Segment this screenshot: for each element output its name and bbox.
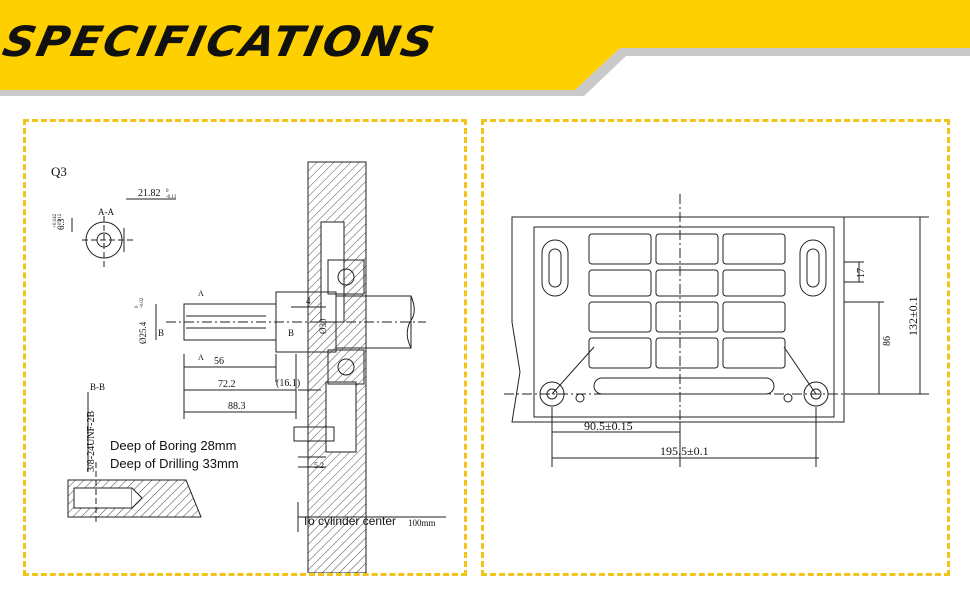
dim-16-1: (16.1) bbox=[276, 378, 300, 389]
dim-5-2: 5.2 bbox=[314, 461, 324, 470]
key-width-tol-lower: +0.012 bbox=[58, 213, 63, 228]
key-depth-label: 21.82 bbox=[138, 188, 161, 199]
section-label-bb: B-B bbox=[90, 382, 105, 392]
dim-132: 132±0.1 bbox=[906, 296, 920, 336]
dim-86: 86 bbox=[882, 336, 893, 346]
dim-72-2: 72.2 bbox=[218, 379, 236, 390]
shaft-drawing-panel: Q3 A-A 21.82 0 -0.13 6.3 +0.042 +0.012 A… bbox=[23, 119, 467, 576]
dim-17: 17 bbox=[856, 268, 867, 278]
section-marker-b-left: B bbox=[158, 328, 164, 338]
dim-56: 56 bbox=[214, 356, 224, 367]
dim-88-3: 88.3 bbox=[228, 401, 246, 412]
section-marker-b-right: B bbox=[288, 328, 294, 338]
dim-4: 4 bbox=[306, 296, 311, 306]
key-depth-tol-upper: 0 bbox=[166, 189, 169, 194]
base-drawing-panel: 17 86 132±0.1 90.5±0.15 195.5±0.1 bbox=[481, 119, 950, 576]
banner-graphic bbox=[0, 0, 970, 96]
drilling-depth-text: Deep of Drilling 33mm bbox=[110, 456, 239, 471]
section-marker-a-top: A bbox=[198, 289, 204, 298]
shaft-drawing: Q3 A-A 21.82 0 -0.13 6.3 +0.042 +0.012 A… bbox=[51, 161, 446, 574]
view-label-q3: Q3 bbox=[51, 164, 67, 179]
key-width-tol-upper: +0.042 bbox=[53, 213, 58, 228]
cylinder-center-text: To cylinder center bbox=[302, 514, 396, 528]
thread-spec: 3/8-24UNF-2B bbox=[86, 411, 97, 472]
shaft-diameter-tol-lower: -0.02 bbox=[140, 297, 145, 308]
key-width-label: 6.3 bbox=[56, 218, 66, 230]
shaft-diameter-tol-upper: 0 bbox=[135, 305, 140, 308]
key-depth-tol-lower: -0.13 bbox=[166, 195, 177, 200]
dim-90-5: 90.5±0.15 bbox=[584, 419, 633, 433]
boring-depth-text: Deep of Boring 28mm bbox=[110, 438, 236, 453]
header-banner: SPECIFICATIONS bbox=[0, 0, 970, 100]
section-label-aa: A-A bbox=[98, 207, 114, 217]
dim-30: Ø30 bbox=[318, 318, 328, 334]
section-marker-a-bottom: A bbox=[198, 353, 204, 362]
base-drawing: 17 86 132±0.1 90.5±0.15 195.5±0.1 bbox=[504, 194, 929, 467]
dim-195-5: 195.5±0.1 bbox=[660, 444, 709, 458]
cylinder-center-value: 100mm bbox=[408, 518, 436, 528]
shaft-diameter-label: Ø25.4 bbox=[138, 321, 148, 344]
page-title: SPECIFICATIONS bbox=[0, 18, 441, 67]
